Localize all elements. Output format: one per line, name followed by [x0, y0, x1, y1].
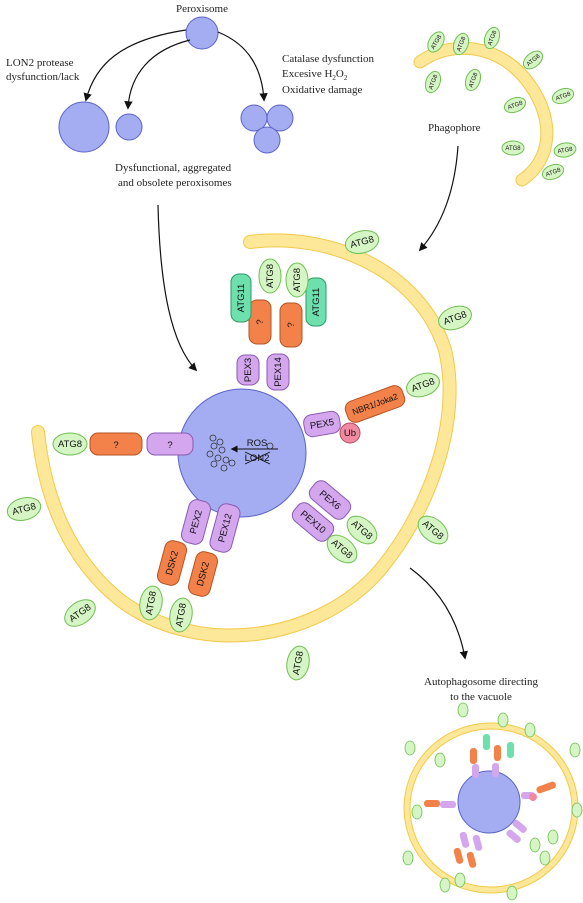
ub-label: Ub	[344, 428, 356, 439]
pex10-box	[291, 502, 335, 542]
atg8-bubble	[326, 534, 358, 564]
peroxisome-label: Peroxisome	[176, 3, 228, 15]
arrow-to-lon2	[83, 29, 187, 102]
mini-autophagosome	[402, 702, 583, 901]
pex2-box	[180, 499, 212, 545]
atg8-label: ATG8	[174, 602, 189, 628]
atg8-bubble	[285, 262, 309, 298]
aggregated-peroxisome-3	[253, 126, 281, 154]
dysfunctional-line2: and obsolete peroxisomes	[118, 177, 232, 189]
unknown-label: ?	[286, 322, 297, 327]
atg8-small-label: ATG8	[505, 146, 521, 152]
peroxisome-top	[185, 16, 219, 50]
atg11-label: ATG11	[236, 284, 247, 313]
ub-circle	[339, 422, 361, 444]
pex14-box	[266, 353, 290, 391]
unknown-label: ?	[167, 440, 172, 451]
unknown-adaptor-right-top	[279, 302, 303, 348]
atg8-bubble	[417, 515, 449, 545]
autophagosome-line1: Autophagosome directing	[424, 676, 538, 688]
atg8-label: ATG8	[292, 268, 303, 292]
atg8-bubble	[286, 645, 310, 681]
unknown-adaptor-left-top	[248, 299, 272, 345]
atg8-small-label: ATG8	[457, 36, 468, 53]
atg8-bubble	[344, 229, 380, 255]
catalase-line3: Oxidative damage	[282, 84, 362, 96]
atg8-label: ATG8	[265, 264, 276, 288]
atg8-small-label: ATG8	[429, 74, 440, 91]
atg8-small-label: ATG8	[555, 91, 572, 102]
aggregated-peroxisome-2	[266, 104, 294, 132]
atg11-right-box	[305, 277, 327, 327]
dsk2-box	[156, 540, 188, 586]
atg8-small-label: ATG8	[469, 72, 480, 89]
pex5-box	[303, 410, 341, 438]
arrow-to-small	[124, 39, 191, 110]
lon2-dysfunction-line2: dysfunction/lack	[6, 71, 80, 83]
atg8-bubble	[139, 585, 163, 621]
unknown-label: ?	[113, 440, 118, 451]
arrow-from-phagophore	[418, 145, 459, 252]
catalase-line2: Excesive H2O2	[282, 68, 348, 82]
atg8-small-label: ATG8	[488, 30, 499, 47]
arrow-to-vacuole	[409, 567, 468, 660]
central-peroxisome	[177, 388, 307, 518]
dsk2-box	[187, 551, 219, 597]
atg8-label: ATG8	[144, 590, 159, 616]
atg8-bubble	[406, 372, 440, 398]
atg8-bubble	[6, 496, 42, 522]
atg8-label: ATG8	[291, 650, 306, 676]
lon2-dysfunction-line1: LON2 protease	[6, 57, 74, 69]
atg8-label: ATG8	[58, 439, 82, 450]
small-peroxisome	[115, 113, 143, 141]
phagophore-atg8-group: ATG8 ATG8 ATG8 ATG8 ATG8 ATG8 ATG8 ATG8 …	[424, 26, 577, 181]
atg8-small-label: ATG8	[557, 147, 574, 156]
unknown-adaptor-left	[89, 432, 143, 456]
atg8-small-label: ATG8	[545, 167, 562, 178]
pex14-label: PEX14	[273, 357, 284, 387]
enlarged-peroxisome	[58, 101, 110, 153]
phagophore-label: Phagophore	[428, 122, 481, 134]
unknown-label: ?	[255, 319, 266, 324]
arrow-to-cluster	[217, 31, 268, 102]
lon2-cross-2	[244, 451, 271, 465]
atg8-small-label: ATG8	[507, 100, 524, 111]
catalase-line1: Catalase dysfunction	[282, 53, 374, 65]
dysfunctional-line1: Dysfunctional, aggregated	[115, 162, 232, 174]
pex3-label: PEX3	[243, 358, 254, 382]
atg8-bubble	[64, 599, 96, 627]
atg11-left-box	[230, 273, 252, 323]
pex5-label: PEX5	[309, 417, 335, 432]
arrow-to-central	[157, 204, 198, 372]
atg8-bubble	[258, 258, 282, 294]
ros-label: ROS	[247, 438, 268, 449]
atg8-bubble	[52, 432, 88, 456]
atg8-bubble	[346, 515, 378, 545]
pex3-box	[236, 354, 260, 386]
unknown-receptor-left	[146, 432, 194, 456]
pex6-box	[308, 480, 352, 520]
atg11-label: ATG11	[311, 288, 322, 317]
pex12-box	[209, 503, 241, 553]
atg8-bubble	[169, 597, 193, 633]
autophagosome-line2: to the vacuole	[450, 691, 512, 703]
atg8-bubble	[438, 305, 472, 331]
nbr1-joka2-box	[344, 385, 406, 423]
protein-aggregates	[206, 434, 274, 472]
